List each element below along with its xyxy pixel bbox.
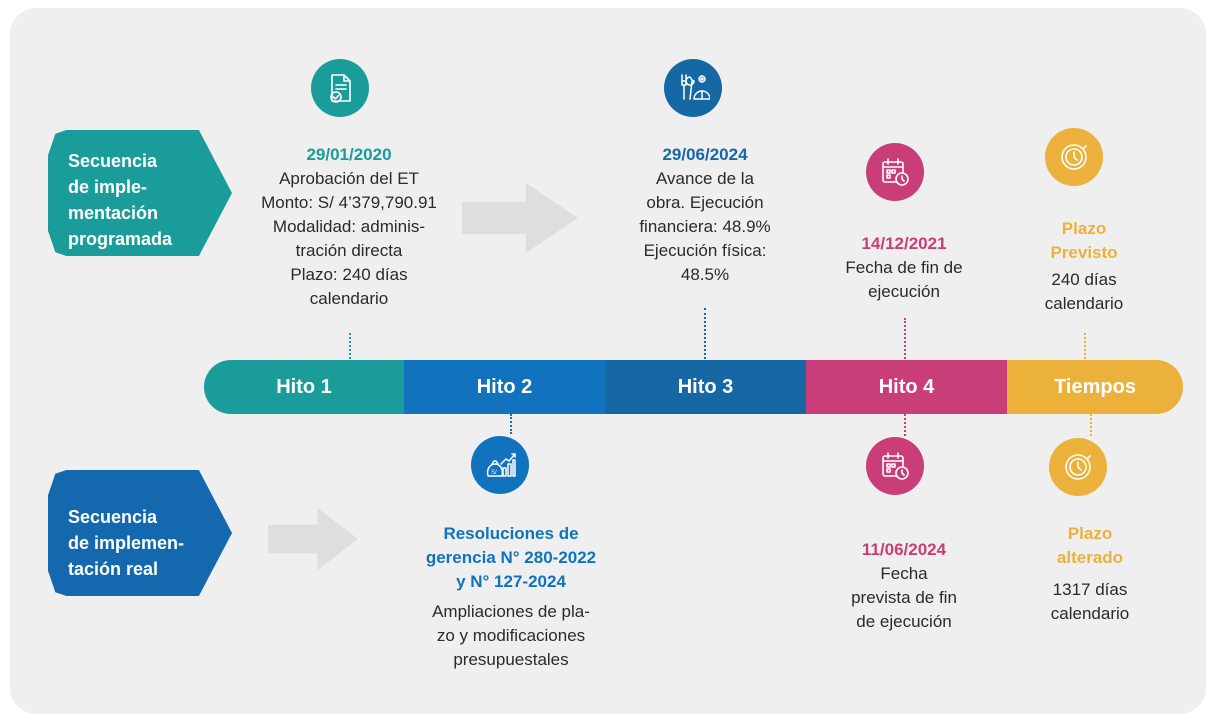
document-check-icon: [311, 59, 369, 117]
tiempos-title: Plazo: [1067, 524, 1113, 543]
svg-text:S/: S/: [491, 470, 497, 476]
clock-icon: [1049, 438, 1107, 496]
hito4-bottom-block: 11/06/2024 Fecha prevista de fin de ejec…: [814, 538, 994, 634]
hito4-line: ejecución: [868, 282, 940, 301]
hito1-line: Aprobación del ET: [279, 169, 419, 188]
connector-hito3: [704, 308, 706, 359]
hito3-top-block: 29/06/2024 Avance de la obra. Ejecución …: [600, 143, 810, 287]
hito2-line: zo y modificaciones: [436, 626, 586, 645]
calendar-clock-icon: [866, 437, 924, 495]
tiempos-title: alterado: [1056, 548, 1124, 567]
hito1-line: calendario: [309, 289, 389, 308]
hito1-date: 29/01/2020: [306, 145, 392, 164]
connector-tiempos-top: [1084, 333, 1086, 359]
tiempos-title: Previsto: [1050, 243, 1118, 262]
connector-hito4-bottom: [904, 414, 906, 436]
connector-hito1: [349, 333, 351, 359]
tools-helmet-icon: [664, 59, 722, 117]
hito3-date: 29/06/2024: [662, 145, 748, 164]
hito1-line: Modalidad: adminis-: [272, 217, 426, 236]
connector-hito4-top: [904, 318, 906, 359]
hito4-line: Fecha: [880, 564, 928, 583]
hito4-line: Fecha de fin de: [845, 258, 963, 277]
hito4-date: 11/06/2024: [861, 540, 947, 559]
connector-hito2: [510, 414, 512, 434]
hito2-title: y N° 127-2024: [456, 572, 566, 591]
hito3-line: Ejecución física:: [643, 241, 767, 260]
hito4-line: prevista de fin: [851, 588, 957, 607]
hito1-line: Monto: S/ 4’379,790.91: [261, 193, 437, 212]
tiempos-top-block: Plazo Previsto 240 días calendario: [1004, 217, 1164, 316]
hito2-title: Resoluciones de: [443, 524, 579, 543]
money-chart-icon: S/: [471, 436, 529, 494]
label-secuencia-programada: Secuencia de imple- mentación programada: [48, 130, 232, 256]
hito3-line: financiera: 48.9%: [639, 217, 771, 236]
timeline-hito-1: Hito 1: [204, 360, 404, 414]
hito3-line: 48.5%: [680, 265, 730, 284]
tiempos-line: calendario: [1050, 604, 1130, 623]
clock-icon: [1045, 128, 1103, 186]
hito4-date: 14/12/2021: [861, 234, 947, 253]
hito3-line: obra. Ejecución: [646, 193, 764, 212]
hito1-line: Plazo: 240 días: [290, 265, 408, 284]
tiempos-line: 1317 días: [1052, 580, 1128, 599]
timeline-hito-4: Hito 4: [806, 360, 1007, 414]
hito2-bottom-block: Resoluciones de gerencia N° 280-2022 y N…: [395, 522, 627, 672]
hito1-line: tración directa: [295, 241, 403, 260]
connector-tiempos-bottom: [1090, 414, 1092, 436]
timeline-hito-2: Hito 2: [404, 360, 605, 414]
label-secuencia-real: Secuencia de implemen- tación real: [48, 470, 232, 596]
tiempos-line: 240 días: [1051, 270, 1117, 289]
tiempos-title: Plazo: [1061, 219, 1107, 238]
calendar-clock-icon: [866, 143, 924, 201]
tiempos-line: calendario: [1044, 294, 1124, 313]
hito1-top-block: 29/01/2020 Aprobación del ET Monto: S/ 4…: [229, 143, 469, 311]
tiempos-bottom-block: Plazo alterado 1317 días calendario: [1010, 522, 1170, 626]
hito2-title: gerencia N° 280-2022: [425, 548, 597, 567]
hito3-line: Avance de la: [656, 169, 754, 188]
hito2-line: Ampliaciones de pla-: [432, 602, 590, 621]
hito4-line: de ejecución: [856, 612, 952, 631]
timeline-hito-3: Hito 3: [605, 360, 806, 414]
hito2-line: presupuestales: [453, 650, 569, 669]
hito4-top-block: 14/12/2021 Fecha de fin de ejecución: [814, 232, 994, 304]
timeline-tiempos: Tiempos: [1007, 360, 1183, 414]
